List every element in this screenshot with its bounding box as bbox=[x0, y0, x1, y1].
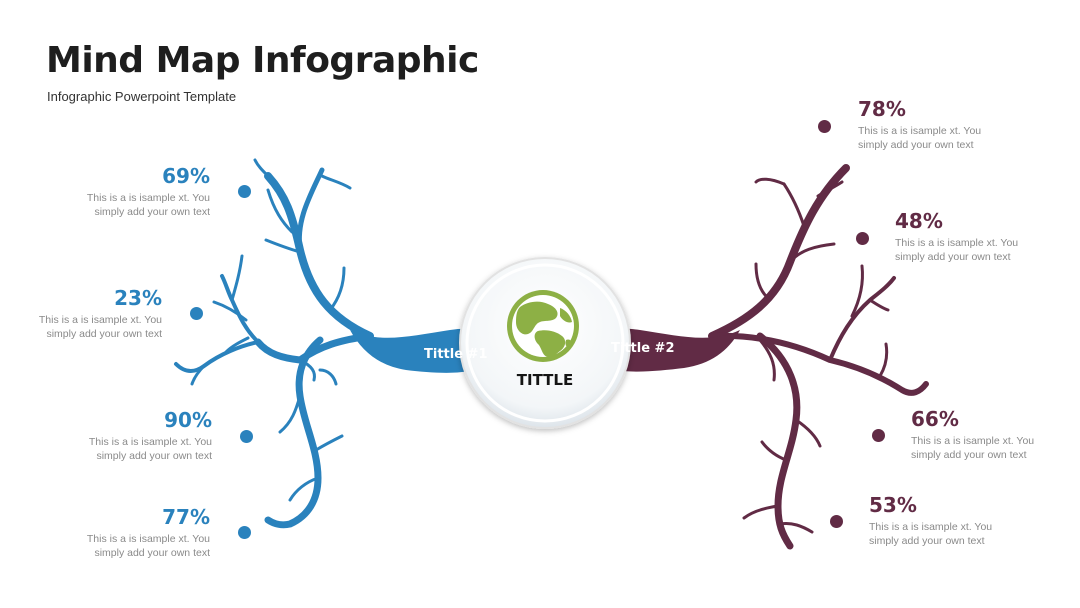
left-item-1: 69% This is a is isample xt. You simply … bbox=[10, 164, 210, 219]
right-item-4-desc-line1: This is a is isample xt. You bbox=[869, 521, 993, 533]
left-item-1-desc-line1: This is a is isample xt. You bbox=[86, 192, 210, 204]
left-item-4-percent: 77% bbox=[162, 505, 210, 529]
left-item-3: 90% This is a is isample xt. You simply … bbox=[12, 408, 212, 463]
left-item-2-desc: This is a is isample xt. You simply add … bbox=[0, 313, 162, 341]
right-item-4-percent: 53% bbox=[869, 493, 917, 517]
page-title: Mind Map Infographic bbox=[46, 40, 479, 81]
right-item-2: 48% This is a is isample xt. You simply … bbox=[895, 209, 1080, 264]
right-item-1-dot bbox=[818, 120, 831, 133]
right-item-2-percent: 48% bbox=[895, 209, 943, 233]
right-branch-bulb bbox=[594, 328, 740, 372]
left-branch-bulb bbox=[350, 328, 494, 373]
left-item-2-dot bbox=[190, 307, 203, 320]
right-item-3-dot bbox=[872, 429, 885, 442]
right-item-3-desc: This is a is isample xt. You simply add … bbox=[911, 434, 1080, 462]
globe-icon bbox=[507, 290, 579, 362]
right-item-3-desc-line1: This is a is isample xt. You bbox=[911, 435, 1035, 447]
right-item-3: 66% This is a is isample xt. You simply … bbox=[911, 407, 1080, 462]
left-item-4-desc-line1: This is a is isample xt. You bbox=[86, 533, 210, 545]
left-item-4: 77% This is a is isample xt. You simply … bbox=[10, 505, 210, 560]
left-tree bbox=[174, 158, 374, 529]
left-item-3-desc-line1: This is a is isample xt. You bbox=[88, 436, 212, 448]
right-item-4-desc: This is a is isample xt. You simply add … bbox=[869, 520, 1069, 548]
right-item-3-desc-line2: simply add your own text bbox=[911, 449, 1027, 461]
right-item-1-percent: 78% bbox=[858, 97, 906, 121]
branch-label-right: Tittle #2 bbox=[611, 341, 675, 356]
right-item-1: 78% This is a is isample xt. You simply … bbox=[858, 97, 1058, 152]
right-item-2-desc-line1: This is a is isample xt. You bbox=[895, 237, 1019, 249]
center-title: TITTLE bbox=[516, 371, 574, 389]
left-item-4-dot bbox=[238, 526, 251, 539]
page-subtitle: Infographic Powerpoint Template bbox=[47, 89, 237, 104]
left-item-1-percent: 69% bbox=[162, 164, 210, 188]
left-item-3-desc: This is a is isample xt. You simply add … bbox=[12, 435, 212, 463]
left-item-2-desc-line1: This is a is isample xt. You bbox=[38, 314, 162, 326]
left-item-3-desc-line2: simply add your own text bbox=[96, 450, 212, 462]
left-item-4-desc: This is a is isample xt. You simply add … bbox=[10, 532, 210, 560]
left-item-2-percent: 23% bbox=[114, 286, 162, 310]
right-item-2-dot bbox=[856, 232, 869, 245]
left-item-1-desc-line2: simply add your own text bbox=[94, 206, 210, 218]
left-item-3-dot bbox=[240, 430, 253, 443]
right-item-1-desc-line1: This is a is isample xt. You bbox=[858, 125, 982, 137]
right-item-1-desc-line2: simply add your own text bbox=[858, 139, 974, 151]
right-tree bbox=[708, 164, 929, 550]
right-item-4: 53% This is a is isample xt. You simply … bbox=[869, 493, 1069, 548]
branch-label-left: Tittle #1 bbox=[424, 347, 488, 362]
right-item-2-desc-line2: simply add your own text bbox=[895, 251, 1011, 263]
left-item-1-desc: This is a is isample xt. You simply add … bbox=[10, 191, 210, 219]
left-item-1-dot bbox=[238, 185, 251, 198]
left-item-3-percent: 90% bbox=[164, 408, 212, 432]
right-item-1-desc: This is a is isample xt. You simply add … bbox=[858, 124, 1058, 152]
right-item-4-dot bbox=[830, 515, 843, 528]
left-item-2: 23% This is a is isample xt. You simply … bbox=[0, 286, 162, 341]
right-item-4-desc-line2: simply add your own text bbox=[869, 535, 985, 547]
right-item-3-percent: 66% bbox=[911, 407, 959, 431]
right-item-2-desc: This is a is isample xt. You simply add … bbox=[895, 236, 1080, 264]
left-item-2-desc-line2: simply add your own text bbox=[46, 328, 162, 340]
left-item-4-desc-line2: simply add your own text bbox=[94, 547, 210, 559]
